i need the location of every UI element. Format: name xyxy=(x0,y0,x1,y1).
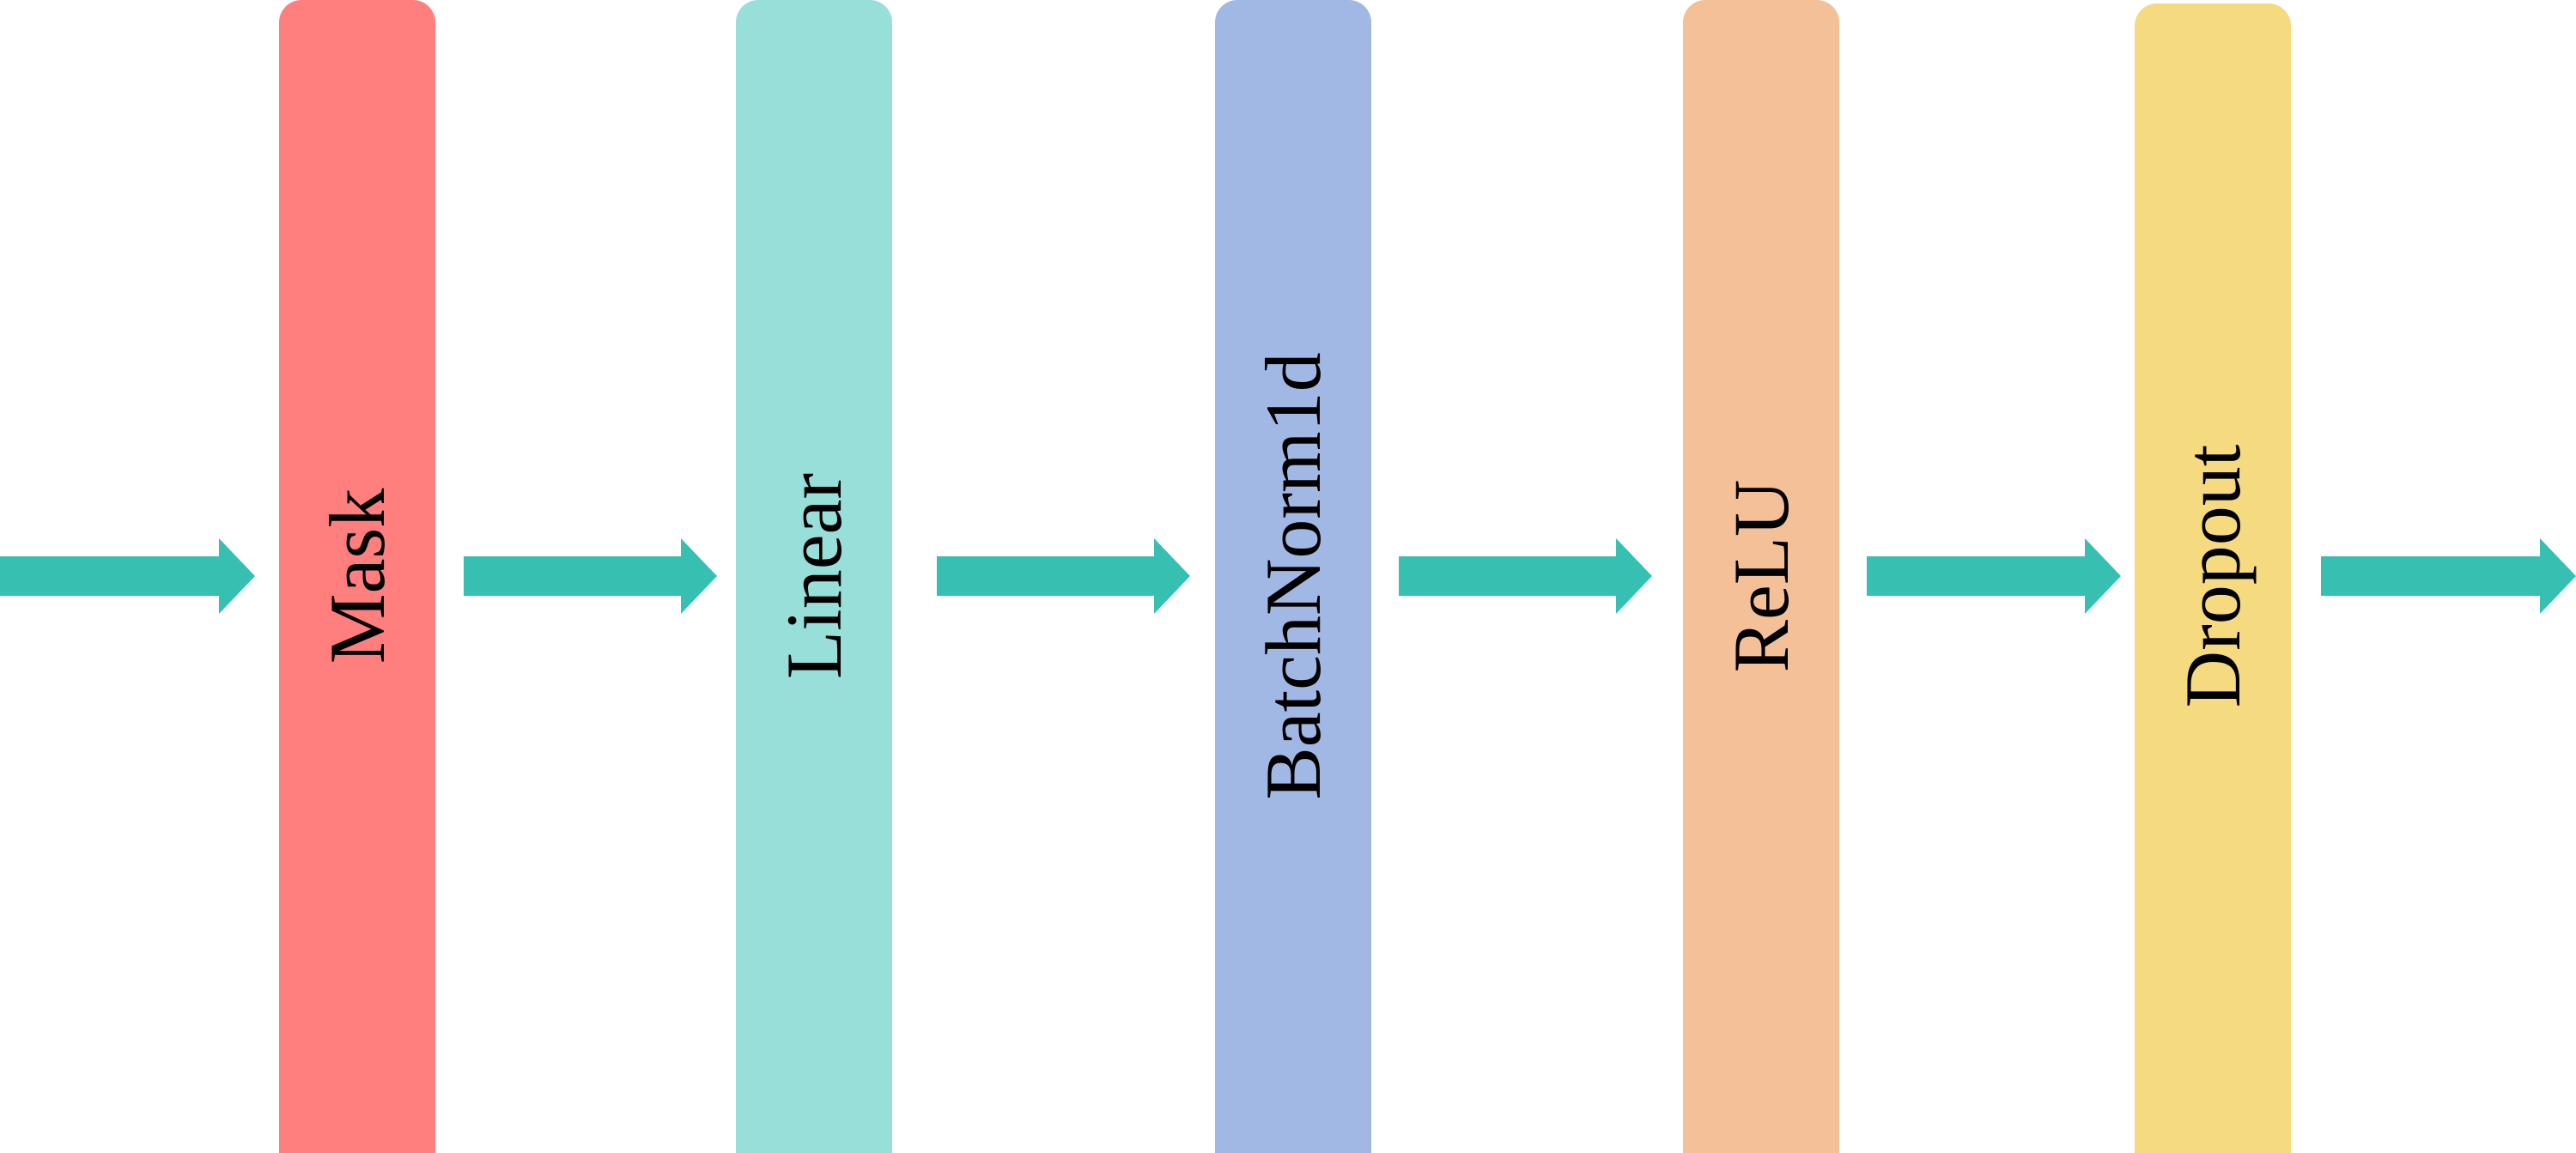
block-mask: Mask xyxy=(279,0,435,1153)
block-linear: Linear xyxy=(736,0,892,1153)
arrow-dropout-to-output xyxy=(2321,538,2576,614)
arrow-input-to-mask xyxy=(0,538,255,614)
block-mask-box xyxy=(279,0,435,1153)
arrow-batchnorm1d-to-relu xyxy=(1399,538,1652,614)
block-dropout-label: Dropout xyxy=(2169,444,2257,707)
arrows-layer xyxy=(0,538,2576,614)
arrow-linear-to-batchnorm1d xyxy=(937,538,1190,614)
arrow-relu-to-dropout xyxy=(1867,538,2121,614)
block-linear-box xyxy=(736,0,892,1153)
block-relu-box xyxy=(1683,0,1839,1153)
block-relu: ReLU xyxy=(1683,0,1839,1153)
block-batchnorm1d-label: BatchNorm1d xyxy=(1249,352,1337,799)
block-relu-label: ReLU xyxy=(1717,480,1805,673)
block-mask-label: Mask xyxy=(313,489,401,664)
arrow-mask-to-linear xyxy=(464,538,717,614)
block-batchnorm1d: BatchNorm1d xyxy=(1215,0,1371,1153)
blocks-layer: Mask Linear BatchNorm1d ReLU Dropout xyxy=(279,0,2291,1153)
block-dropout: Dropout xyxy=(2135,3,2291,1153)
block-batchnorm1d-box xyxy=(1215,0,1371,1153)
block-linear-label: Linear xyxy=(770,473,858,679)
block-dropout-box xyxy=(2135,3,2291,1153)
